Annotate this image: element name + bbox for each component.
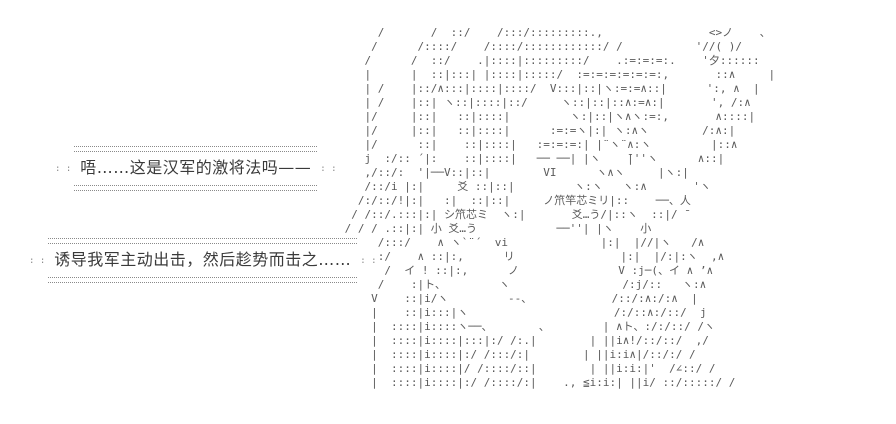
dialogue-box-2-corner-left: : : xyxy=(29,255,46,266)
dialogue-box-1-corner-right: : : xyxy=(320,163,337,174)
dialogue-text-1: 唔……这是汉军的激将法吗—— xyxy=(80,158,312,177)
dialogue-box-2: : : 诱导我军主动出击，然后趁势而击之…… : : xyxy=(26,238,378,283)
dialogue-box-2-border-bottom xyxy=(48,277,358,283)
dialogue-box-2-border-top xyxy=(48,238,358,244)
dialogue-box-1-corner-left: : : xyxy=(55,163,72,174)
ascii-art-character: / / ::/ /:::/:::::::::., <>ノ 、 / /::::/ … xyxy=(344,26,776,389)
dialogue-box-1-border-bottom xyxy=(74,185,318,191)
dialogue-box-1: : : 唔……这是汉军的激将法吗—— : : xyxy=(52,146,337,191)
dialogue-box-2-corner-right: : : xyxy=(360,255,377,266)
dialogue-text-2: 诱导我军主动出击，然后趁势而击之…… xyxy=(54,250,352,269)
dialogue-box-1-border-top xyxy=(74,146,318,152)
